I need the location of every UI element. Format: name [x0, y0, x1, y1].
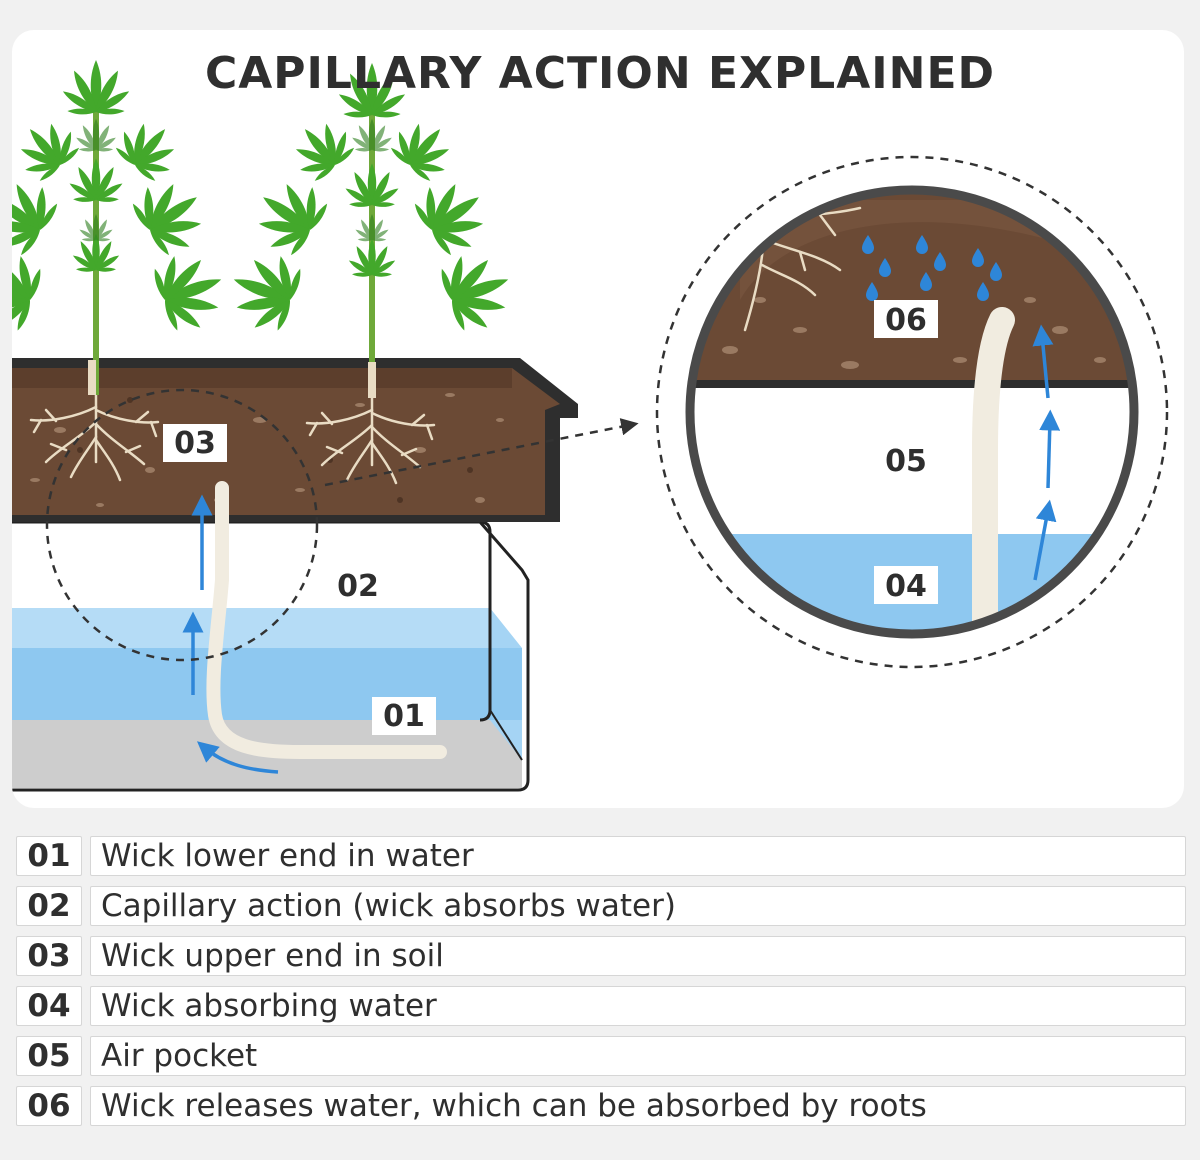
label-04: 04	[874, 566, 938, 604]
label-03: 03	[163, 424, 227, 462]
legend-description: Wick upper end in soil	[90, 936, 1186, 976]
legend-description: Air pocket	[90, 1036, 1186, 1076]
label-02: 02	[326, 567, 390, 605]
legend-number: 01	[16, 836, 82, 876]
legend-number: 06	[16, 1086, 82, 1126]
legend-row: 02 Capillary action (wick absorbs water)	[16, 886, 1186, 926]
zoom-arrow	[324, 418, 639, 487]
legend-row: 05 Air pocket	[16, 1036, 1186, 1076]
plant-left	[0, 60, 235, 482]
legend-description: Wick releases water, which can be absorb…	[90, 1086, 1186, 1126]
legend-description: Wick lower end in water	[90, 836, 1186, 876]
svg-text:04: 04	[885, 569, 927, 604]
legend-number: 04	[16, 986, 82, 1026]
wick-left	[206, 481, 447, 759]
legend-row: 01 Wick lower end in water	[16, 836, 1186, 876]
magnifier-outline	[45, 388, 319, 662]
legend-description: Capillary action (wick absorbs water)	[90, 886, 1186, 926]
svg-text:06: 06	[885, 303, 927, 338]
legend-number: 03	[16, 936, 82, 976]
zoom-view	[655, 155, 1169, 669]
soil-tray	[12, 358, 578, 522]
legend: 01 Wick lower end in water 02 Capillary …	[16, 836, 1186, 1136]
svg-text:02: 02	[337, 569, 379, 604]
label-01: 01	[372, 697, 436, 735]
legend-number: 05	[16, 1036, 82, 1076]
capillary-diagram: 03 02 01 06 05 04	[0, 0, 1169, 792]
legend-row: 04 Wick absorbing water	[16, 986, 1186, 1026]
svg-text:03: 03	[174, 426, 216, 461]
legend-number: 02	[16, 886, 82, 926]
svg-text:05: 05	[885, 444, 927, 479]
page-title: CAPILLARY ACTION EXPLAINED	[204, 48, 996, 99]
label-05: 05	[874, 442, 938, 480]
legend-row: 03 Wick upper end in soil	[16, 936, 1186, 976]
legend-description: Wick absorbing water	[90, 986, 1186, 1026]
label-06: 06	[874, 300, 938, 338]
legend-row: 06 Wick releases water, which can be abs…	[16, 1086, 1186, 1126]
svg-text:01: 01	[383, 699, 425, 734]
plant-right	[220, 63, 522, 485]
